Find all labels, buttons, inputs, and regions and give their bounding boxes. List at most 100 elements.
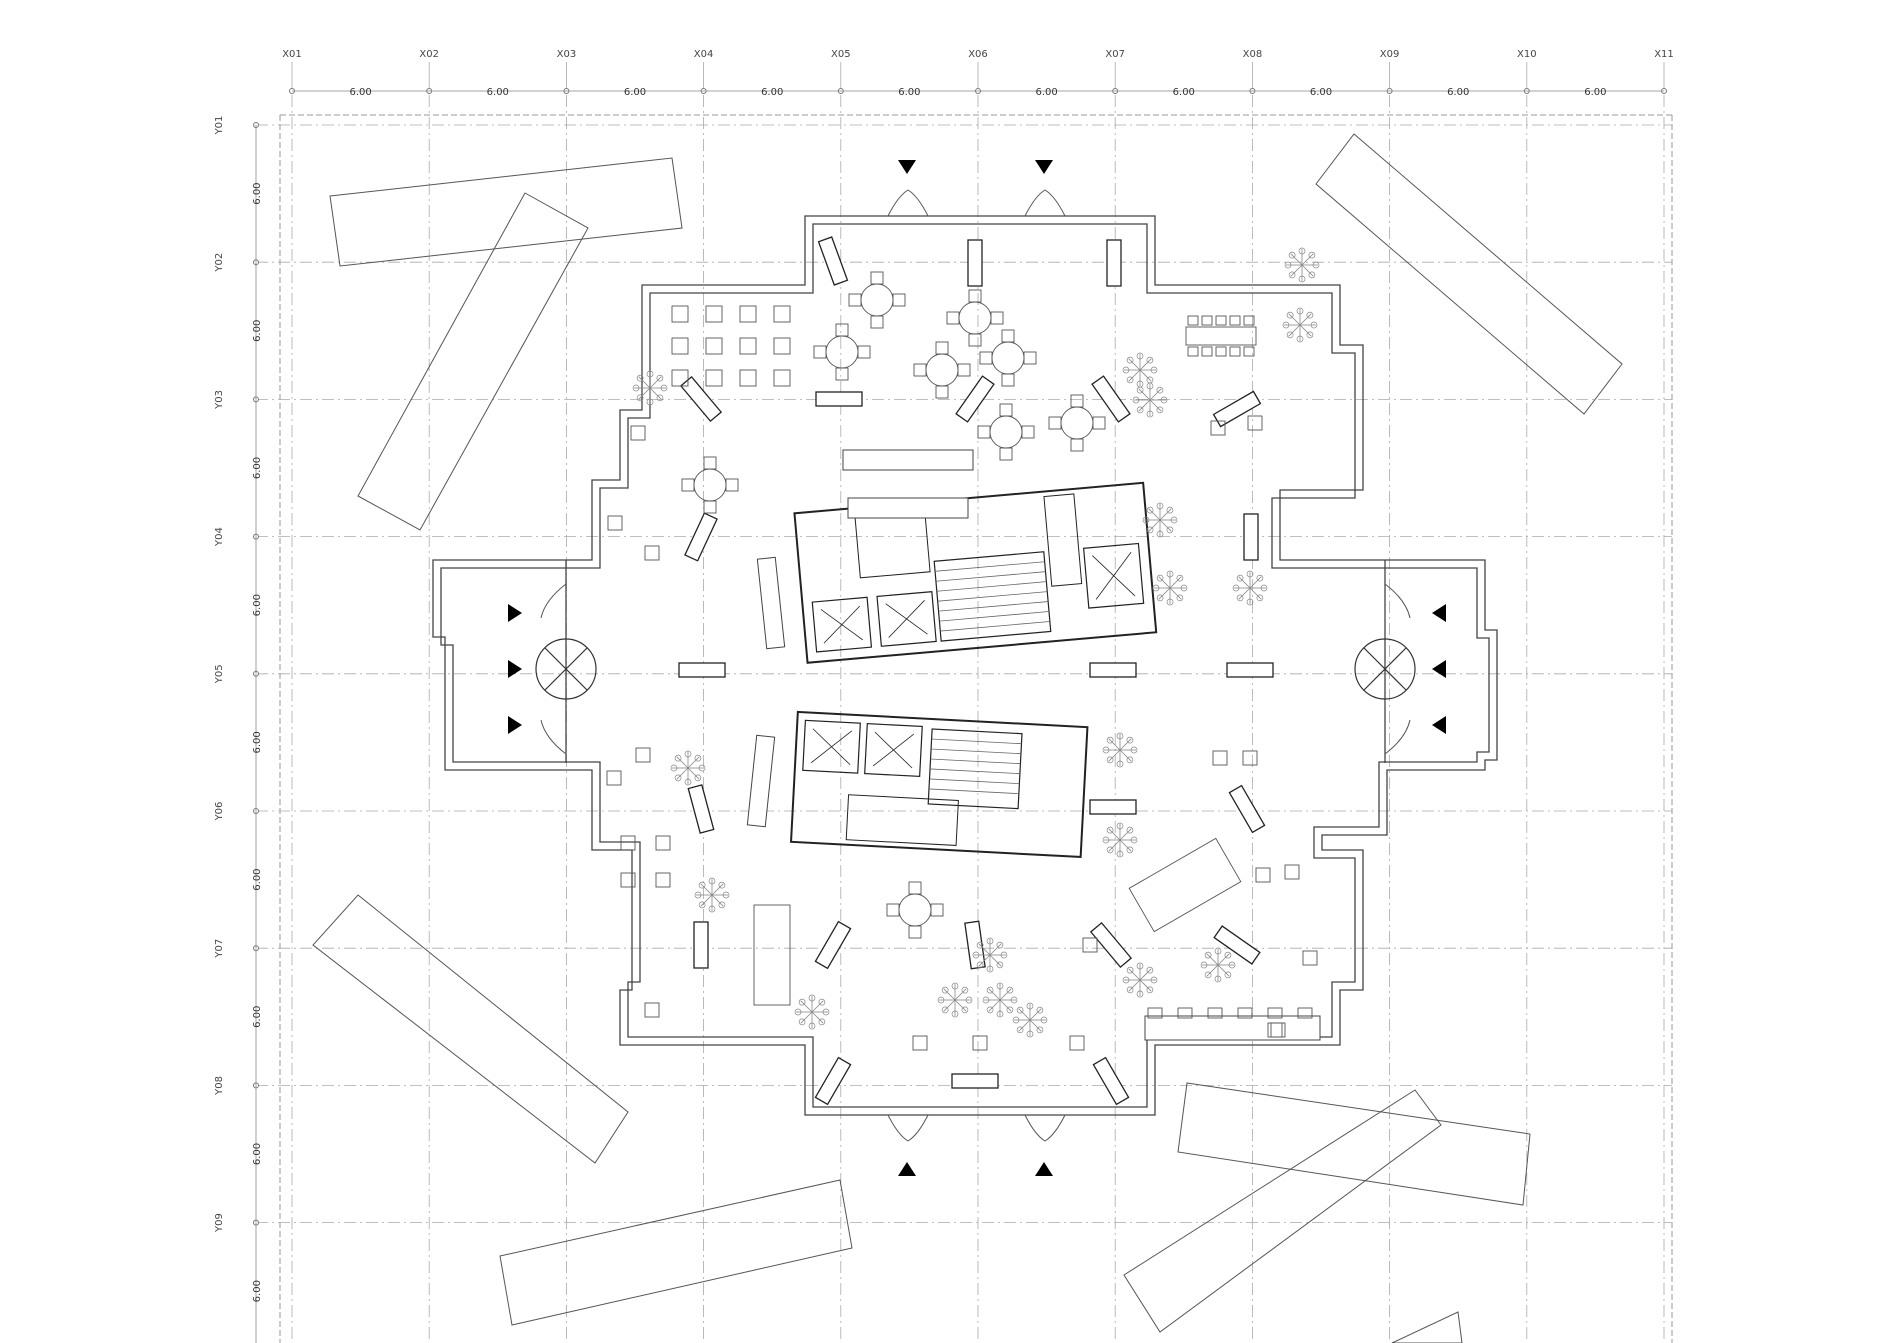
elevator-cross xyxy=(823,605,861,644)
revolving-doors xyxy=(535,638,1416,700)
plant-symbol xyxy=(694,877,730,913)
grid-label-y: Y01 xyxy=(214,116,225,136)
stool xyxy=(1237,1007,1253,1019)
lounge-chair xyxy=(1210,420,1226,436)
chair xyxy=(968,333,982,347)
restroom-block xyxy=(1043,493,1083,587)
slab-nw-horizontal xyxy=(329,157,683,267)
chair xyxy=(725,478,739,492)
slab-s-horizontal xyxy=(499,1179,853,1326)
elevator-shaft xyxy=(811,596,873,653)
lounge-chair xyxy=(1302,950,1318,966)
plant-symbol xyxy=(632,370,668,406)
dimension-label-y: 6.00 xyxy=(252,457,263,479)
round-table xyxy=(898,893,932,927)
grid-label-x: X03 xyxy=(557,49,577,60)
chair xyxy=(946,311,960,325)
dimension-label-y: 6.00 xyxy=(252,1280,263,1302)
elevator-cross xyxy=(810,730,853,764)
dimension-label-x: 6.00 xyxy=(1035,87,1057,98)
chair xyxy=(705,369,723,387)
core-outline xyxy=(789,710,1089,859)
chair xyxy=(999,447,1013,461)
dimension-label-y: 6.00 xyxy=(252,1143,263,1165)
west-door-spoke xyxy=(544,647,588,691)
grid-label-x: X02 xyxy=(419,49,439,60)
chair xyxy=(968,289,982,303)
lounge-chair xyxy=(1069,1035,1085,1051)
grid-label-y: Y09 xyxy=(214,1213,225,1233)
stool xyxy=(1207,1007,1223,1019)
elevator-cross xyxy=(1095,551,1132,600)
column xyxy=(1213,925,1261,965)
chair xyxy=(857,345,871,359)
slab-sw-diagonal xyxy=(312,894,629,1164)
lounge-chair xyxy=(1242,750,1258,766)
dimension-label-y: 6.00 xyxy=(252,182,263,204)
south-door-arc-left xyxy=(887,1114,929,1142)
slab-se-corner xyxy=(1391,1311,1463,1343)
elevator-shaft xyxy=(1082,542,1145,609)
grid-label-y: Y02 xyxy=(214,253,225,273)
grid-label-x: X05 xyxy=(831,49,851,60)
chair xyxy=(848,293,862,307)
column xyxy=(1226,662,1274,678)
stair-south xyxy=(927,728,1023,810)
dimension-label-x: 6.00 xyxy=(761,87,783,98)
stair-treads xyxy=(935,561,1050,632)
grid-label-x: X09 xyxy=(1380,49,1400,60)
chair xyxy=(979,351,993,365)
chair xyxy=(739,369,757,387)
chair xyxy=(1070,438,1084,452)
column xyxy=(679,375,723,423)
arrow-north-left xyxy=(898,160,916,174)
plant-symbol xyxy=(982,982,1018,1018)
east-revolving-door xyxy=(1354,638,1416,700)
column xyxy=(815,391,863,407)
chair xyxy=(703,500,717,514)
chair xyxy=(957,363,971,377)
column xyxy=(964,920,986,970)
arrow-west-bottom xyxy=(508,716,522,734)
inner-wall xyxy=(440,223,1490,1108)
round-table xyxy=(693,468,727,502)
grid-label-x: X04 xyxy=(694,49,714,60)
lounge-chair xyxy=(630,425,646,441)
south-core xyxy=(789,710,1089,859)
chair xyxy=(935,341,949,355)
landscape-slabs xyxy=(312,133,1623,1343)
lounge-chair xyxy=(1284,864,1300,880)
counters xyxy=(746,449,1321,1041)
round-table xyxy=(991,341,1025,375)
stool xyxy=(1297,1007,1313,1019)
dimension-label-y: 6.00 xyxy=(252,868,263,890)
chair xyxy=(1229,346,1241,357)
arrow-west-top xyxy=(508,604,522,622)
lounge-chair xyxy=(655,872,671,888)
columns xyxy=(678,236,1274,1106)
chair xyxy=(835,323,849,337)
column xyxy=(693,921,709,969)
plant-symbol xyxy=(1012,1002,1048,1038)
west-desk-south xyxy=(746,734,776,828)
column xyxy=(687,784,715,834)
east-door-arc-bottom xyxy=(1384,719,1411,755)
chair xyxy=(870,315,884,329)
dimension-label-x: 6.00 xyxy=(487,87,509,98)
dimension-lines xyxy=(253,62,1667,1343)
column xyxy=(684,512,718,562)
lounge-chair xyxy=(607,515,623,531)
east-door-spoke xyxy=(1363,647,1407,691)
plant-symbol xyxy=(1152,570,1188,606)
column xyxy=(1089,662,1137,678)
chair xyxy=(908,881,922,895)
chair xyxy=(739,305,757,323)
round-table xyxy=(825,335,859,369)
chair xyxy=(671,305,689,323)
elevator-cross xyxy=(872,733,915,767)
kitchen-counter xyxy=(847,497,969,519)
stool xyxy=(1147,1007,1163,1019)
column xyxy=(1106,239,1122,287)
grid-label-y: Y06 xyxy=(214,802,225,822)
chair xyxy=(1092,416,1106,430)
